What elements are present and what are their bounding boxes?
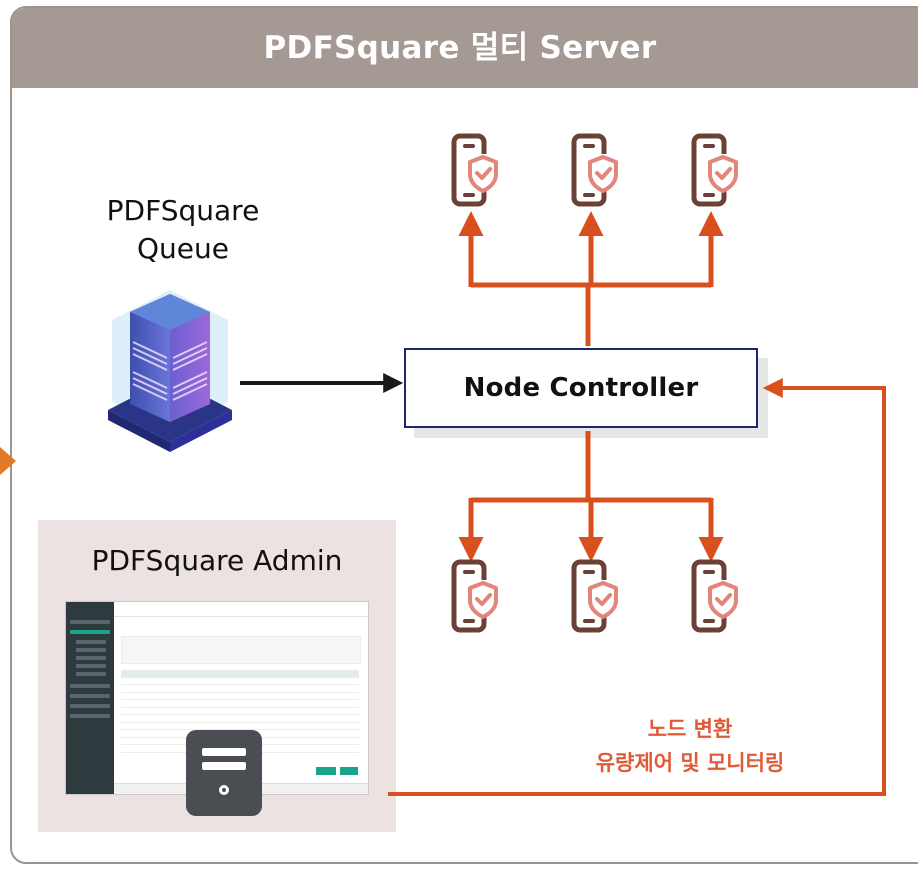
- control-note-line1: 노드 변환: [647, 717, 733, 741]
- admin-screenshot-button: [340, 767, 358, 775]
- mobile-shield-icon: [691, 559, 738, 633]
- admin-label: PDFSquare Admin: [91, 544, 343, 577]
- admin-screenshot-button: [316, 767, 336, 775]
- admin-screenshot-header: [114, 602, 368, 617]
- top-fanout-arrows: [458, 211, 724, 346]
- admin-screenshot-filter: [121, 636, 361, 664]
- diagram-title: PDFSquare 멀티 Server: [12, 8, 918, 88]
- queue-label-line2: Queue: [137, 232, 229, 265]
- mobile-shield-icon: [451, 133, 498, 207]
- queue-label: PDFSquare Queue: [78, 192, 288, 268]
- control-note: 노드 변환 유량제어 및 모니터링: [540, 712, 840, 780]
- incoming-arrow: [0, 447, 16, 475]
- mobile-shield-icon: [451, 559, 498, 633]
- admin-screenshot-sidebar: [66, 602, 114, 794]
- node-controller: Node Controller: [404, 348, 758, 428]
- queue-server-icon: [108, 290, 232, 452]
- mobile-shield-icon: [691, 133, 738, 207]
- bottom-fanout-arrows: [458, 431, 724, 562]
- mobile-shield-icon: [571, 559, 618, 633]
- mobile-shield-icon: [571, 133, 618, 207]
- pc-tower-icon: [186, 730, 262, 816]
- device-icons: [451, 133, 738, 633]
- control-note-line2: 유량제어 및 모니터링: [595, 751, 785, 775]
- queue-label-line1: PDFSquare: [106, 194, 260, 227]
- admin-to-controller-arrow: [388, 378, 886, 796]
